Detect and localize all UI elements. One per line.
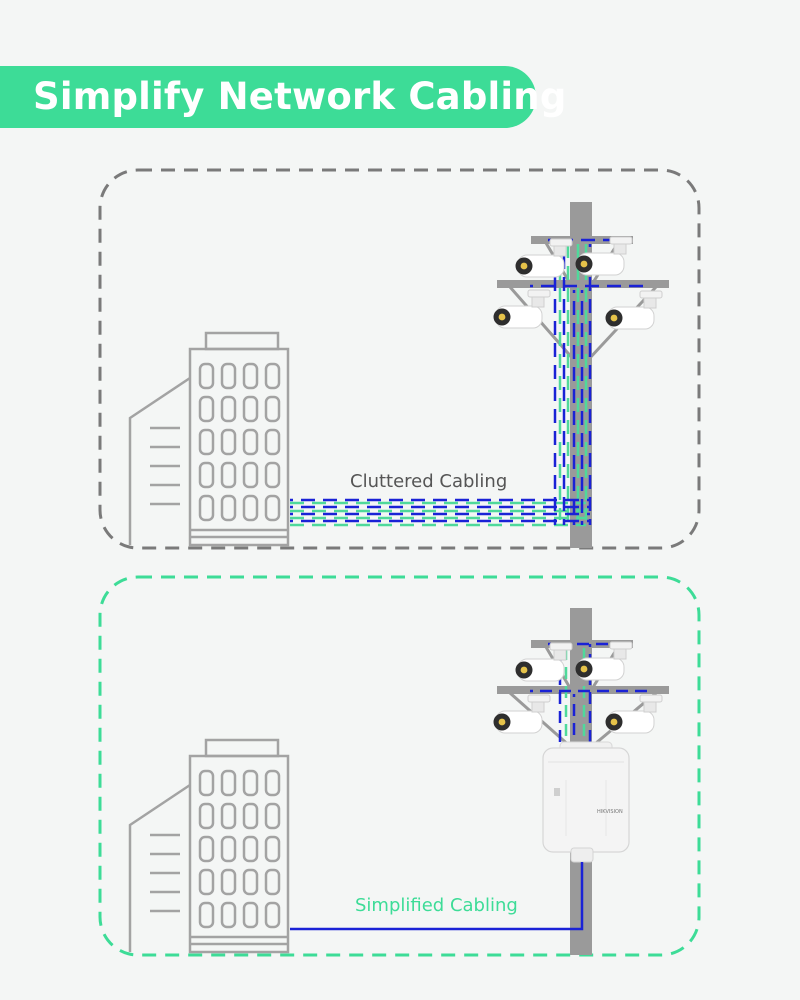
panel-cluttered: Cluttered Cabling — [98, 168, 701, 550]
building-icon — [128, 331, 290, 547]
page-title: Simplify Network Cabling — [33, 75, 567, 118]
poe-switch: HIKVISION — [542, 741, 630, 863]
building-icon — [128, 738, 290, 954]
cluttered-cabling-label: Cluttered Cabling — [350, 471, 507, 492]
camera-icon — [605, 694, 663, 734]
camera-icon — [493, 289, 551, 329]
camera-icon — [515, 642, 573, 682]
simplified-cable — [290, 862, 584, 931]
simplified-cabling-label: Simplified Cabling — [355, 895, 518, 916]
panel-simplified: HIKVISION Simplified Cabling — [98, 575, 701, 957]
title-banner: Simplify Network Cabling — [0, 66, 566, 128]
switch-brand-label: HIKVISION — [597, 809, 623, 815]
panel-frame-top — [98, 168, 701, 550]
panel-frame-bottom — [98, 575, 701, 957]
camera-icon — [493, 694, 551, 734]
cluttered-cables — [290, 238, 650, 527]
camera-icon — [605, 290, 663, 330]
